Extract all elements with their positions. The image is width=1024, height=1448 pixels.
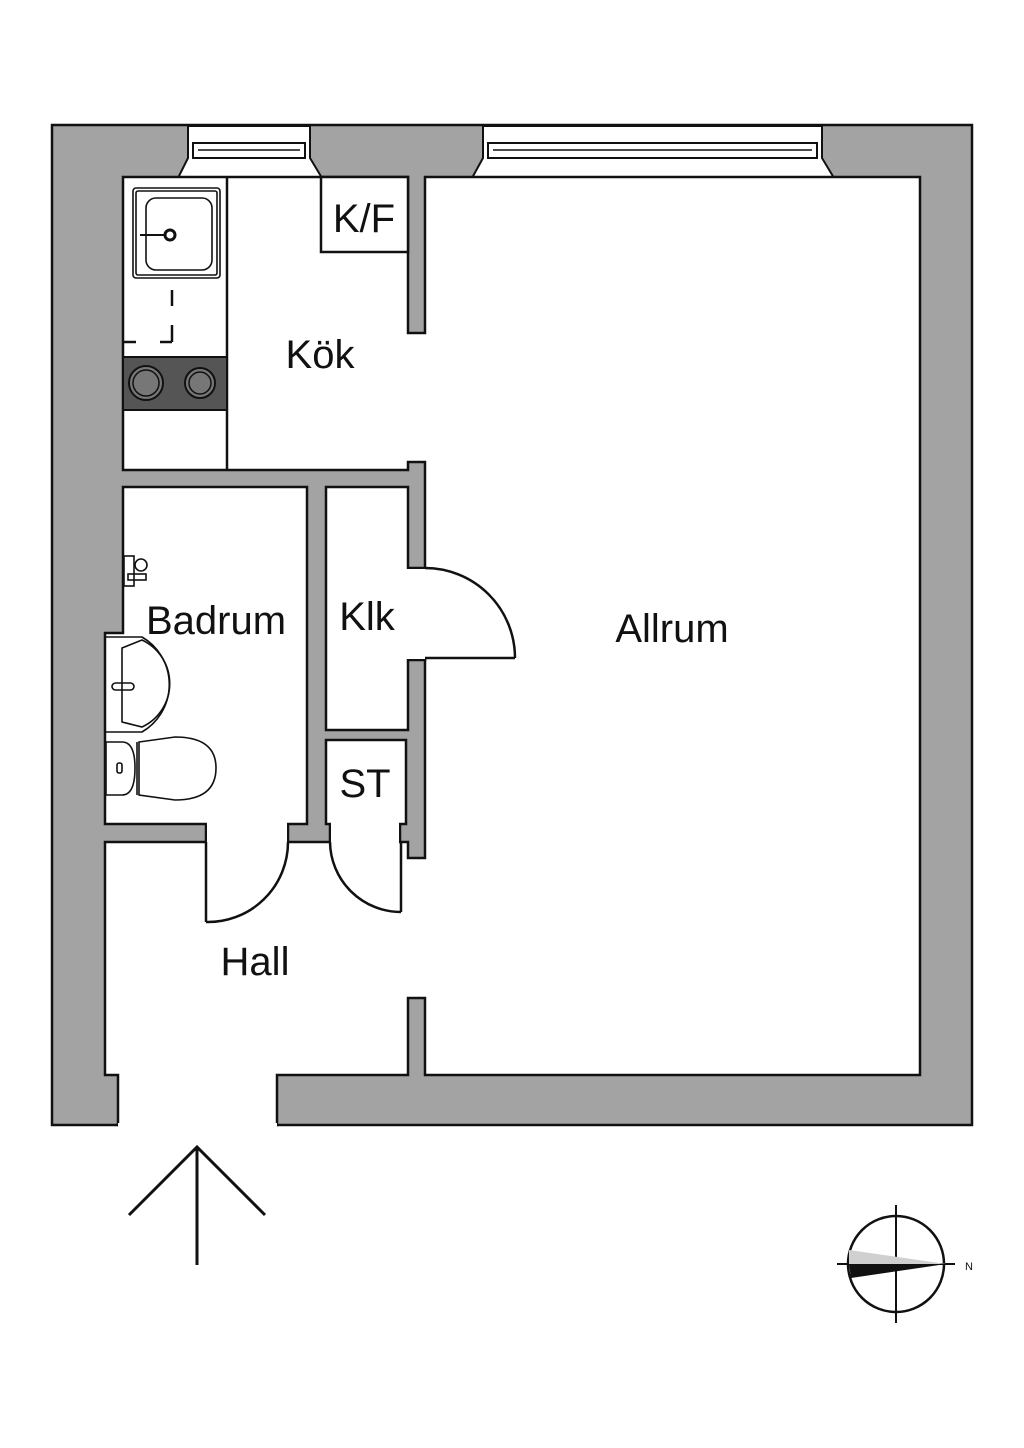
storage-door [328, 841, 403, 914]
room-label-closet: Klk [339, 595, 396, 639]
compass-north-label: N [965, 1261, 973, 1273]
room-label-kitchen: Kök [286, 333, 356, 377]
toilet-icon [105, 736, 217, 801]
room-label-fridge-freezer: K/F [333, 197, 395, 241]
fridge-freezer [319, 175, 410, 254]
window-kitchen [176, 125, 324, 179]
shower-icon [123, 555, 148, 587]
sink-icon [132, 187, 221, 279]
window-living-room [470, 125, 836, 179]
stove-icon [122, 356, 228, 411]
room-label-living-room: Allrum [615, 607, 728, 651]
room-label-hall: Hall [221, 940, 290, 984]
compass-icon [837, 1205, 955, 1323]
bathroom-door [204, 841, 290, 924]
dishwasher-outline [123, 290, 174, 344]
room-label-storage: ST [339, 762, 390, 806]
washbasin-icon [106, 636, 171, 733]
closet-door [424, 566, 517, 660]
entrance-arrow-icon [127, 1144, 267, 1265]
closet [324, 485, 427, 732]
storage [324, 738, 408, 826]
room-label-bathroom: Badrum [146, 599, 286, 643]
